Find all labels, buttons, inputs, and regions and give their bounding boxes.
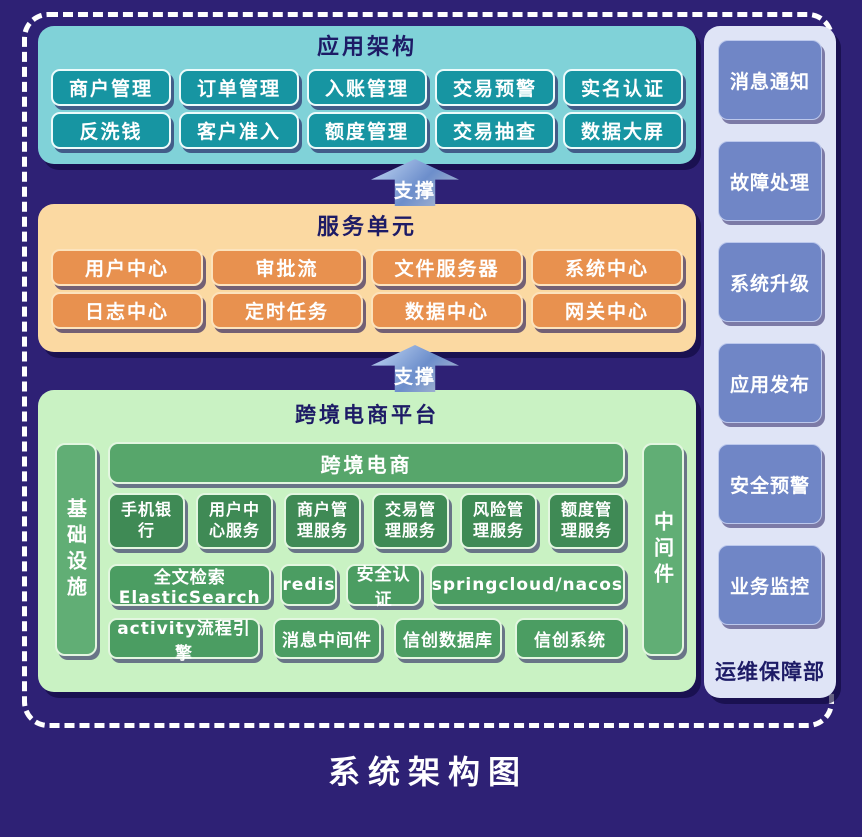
middleware-box: 全文检索ElasticSearch [108,564,272,608]
infra-box: 信创系统 [515,618,625,659]
ops-task-box: 应用发布 [718,343,822,423]
service-unit-box: 网关中心 [531,292,683,329]
page-title: 系统架构图 [327,753,528,791]
app-module-box: 反洗钱 [51,112,171,149]
middleware-box: 安全认证 [346,564,421,610]
app-module-box: 入账管理 [307,69,427,106]
infra-box: activity流程引擎 [108,618,260,664]
app-module-box: 额度管理 [307,112,427,149]
service-row-1: 用户中心 审批流 文件服务器 系统中心 [51,249,683,286]
ops-panel: 消息通知 故障处理 系统升级 应用发布 安全预警 业务监控 运维保障部 [704,26,836,698]
middleware-box: redis [280,564,338,606]
support-arrow-1: 支撑 [371,159,459,206]
ops-task-box: 消息通知 [718,40,822,120]
infra-box: 信创数据库 [394,618,502,659]
platform-center-area: 跨境电商 手机银行 用户中心服务 商户管理服务 交易管理服务 风险管理服务 额度… [108,442,625,664]
support-arrow-label: 支撑 [393,180,436,202]
support-arrow-2: 支撑 [371,345,459,392]
infrastructure-side-bar: 基础设施 [55,443,97,656]
app-module-box: 订单管理 [179,69,299,106]
platform-service-box: 用户中心服务 [196,493,273,549]
ops-panel-label: 运维保障部 [715,660,825,684]
application-architecture-panel: 应用架构 商户管理 订单管理 入账管理 交易预警 实名认证 反洗钱 客户准入 额… [38,26,696,164]
service-unit-box: 系统中心 [531,249,683,286]
platform-service-box: 手机银行 [108,493,185,549]
service-unit-box: 用户中心 [51,249,203,286]
ops-task-box: 系统升级 [718,242,822,322]
support-arrow-label: 支撑 [393,366,436,388]
service-unit-box: 定时任务 [211,292,363,329]
service-unit-panel: 服务单元 用户中心 审批流 文件服务器 系统中心 日志中心 定时任务 数据中心 … [38,204,696,352]
middleware-side-bar: 中间件 [642,443,684,656]
service-unit-box: 数据中心 [371,292,523,329]
ops-task-box: 安全预警 [718,444,822,524]
platform-panel: 跨境电商平台 基础设施 中间件 跨境电商 手机银行 用户中心服务 商户管理服务 … [38,390,696,692]
app-panel-title: 应用架构 [316,35,417,60]
ops-task-box: 业务监控 [718,545,822,625]
platform-middleware-row: 全文检索ElasticSearch redis 安全认证 springcloud… [108,564,625,610]
app-module-box: 商户管理 [51,69,171,106]
app-module-box: 实名认证 [563,69,683,106]
app-module-box: 交易抽查 [435,112,555,149]
platform-service-box: 商户管理服务 [284,493,361,549]
platform-service-row: 手机银行 用户中心服务 商户管理服务 交易管理服务 风险管理服务 额度管理服务 [108,493,625,549]
service-unit-box: 文件服务器 [371,249,523,286]
ops-task-box: 故障处理 [718,141,822,221]
app-module-box: 交易预警 [435,69,555,106]
platform-panel-title: 跨境电商平台 [295,403,439,427]
service-unit-box: 审批流 [211,249,363,286]
service-unit-box: 日志中心 [51,292,203,329]
service-row-2: 日志中心 定时任务 数据中心 网关中心 [51,292,683,329]
cross-border-ecommerce-bar: 跨境电商 [108,442,625,484]
platform-service-box: 额度管理服务 [548,493,625,549]
platform-service-box: 风险管理服务 [460,493,537,549]
middleware-box: springcloud/nacos [429,564,625,606]
app-row-2: 反洗钱 客户准入 额度管理 交易抽查 数据大屏 [51,112,683,149]
app-module-box: 数据大屏 [563,112,683,149]
platform-infra-row: activity流程引擎 消息中间件 信创数据库 信创系统 [108,618,625,664]
infra-box: 消息中间件 [273,618,381,659]
app-row-1: 商户管理 订单管理 入账管理 交易预警 实名认证 [51,69,683,106]
platform-service-box: 交易管理服务 [372,493,449,549]
app-module-box: 客户准入 [179,112,299,149]
service-panel-title: 服务单元 [316,215,417,240]
